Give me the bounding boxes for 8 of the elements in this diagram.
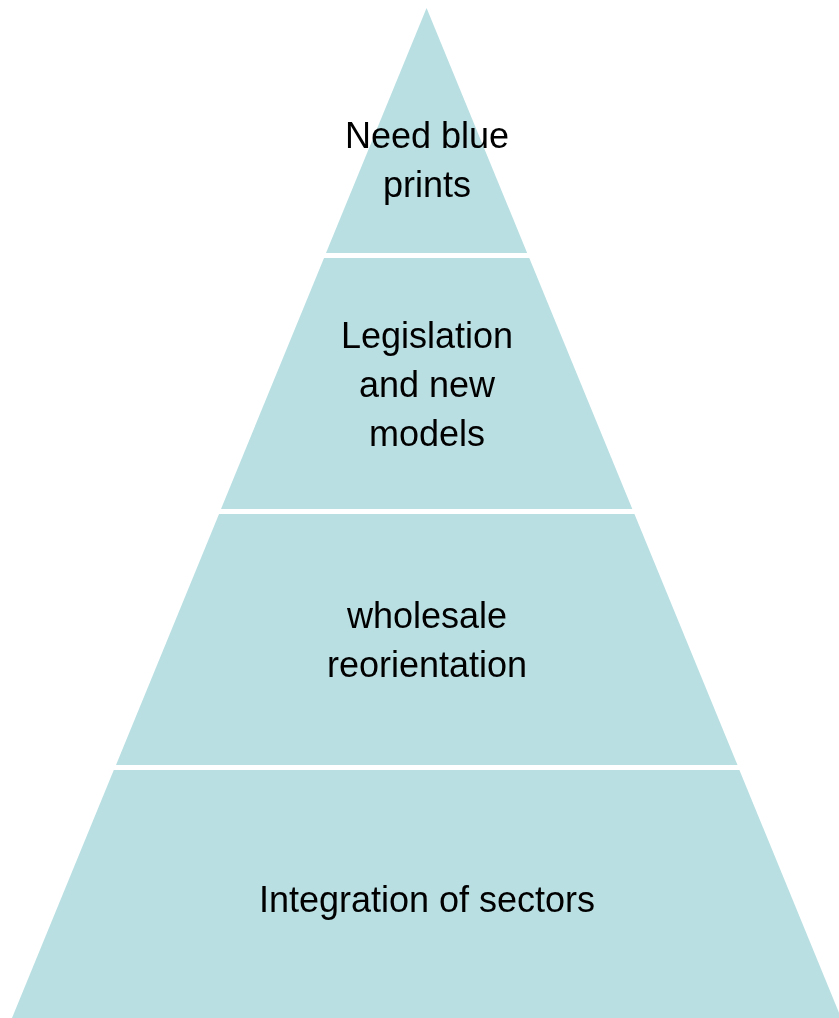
pyramid-tier: [221, 258, 633, 509]
tier-label: Need blue prints: [343, 113, 511, 207]
pyramid-tier: [12, 770, 839, 1018]
pyramid-top-triangle: [326, 8, 528, 253]
tier-label: Integration of sectors: [257, 877, 597, 922]
tier-label: Legislation and new models: [339, 313, 515, 455]
pyramid-tier: [116, 514, 738, 765]
tier-label: wholesale reorientation: [325, 593, 529, 687]
